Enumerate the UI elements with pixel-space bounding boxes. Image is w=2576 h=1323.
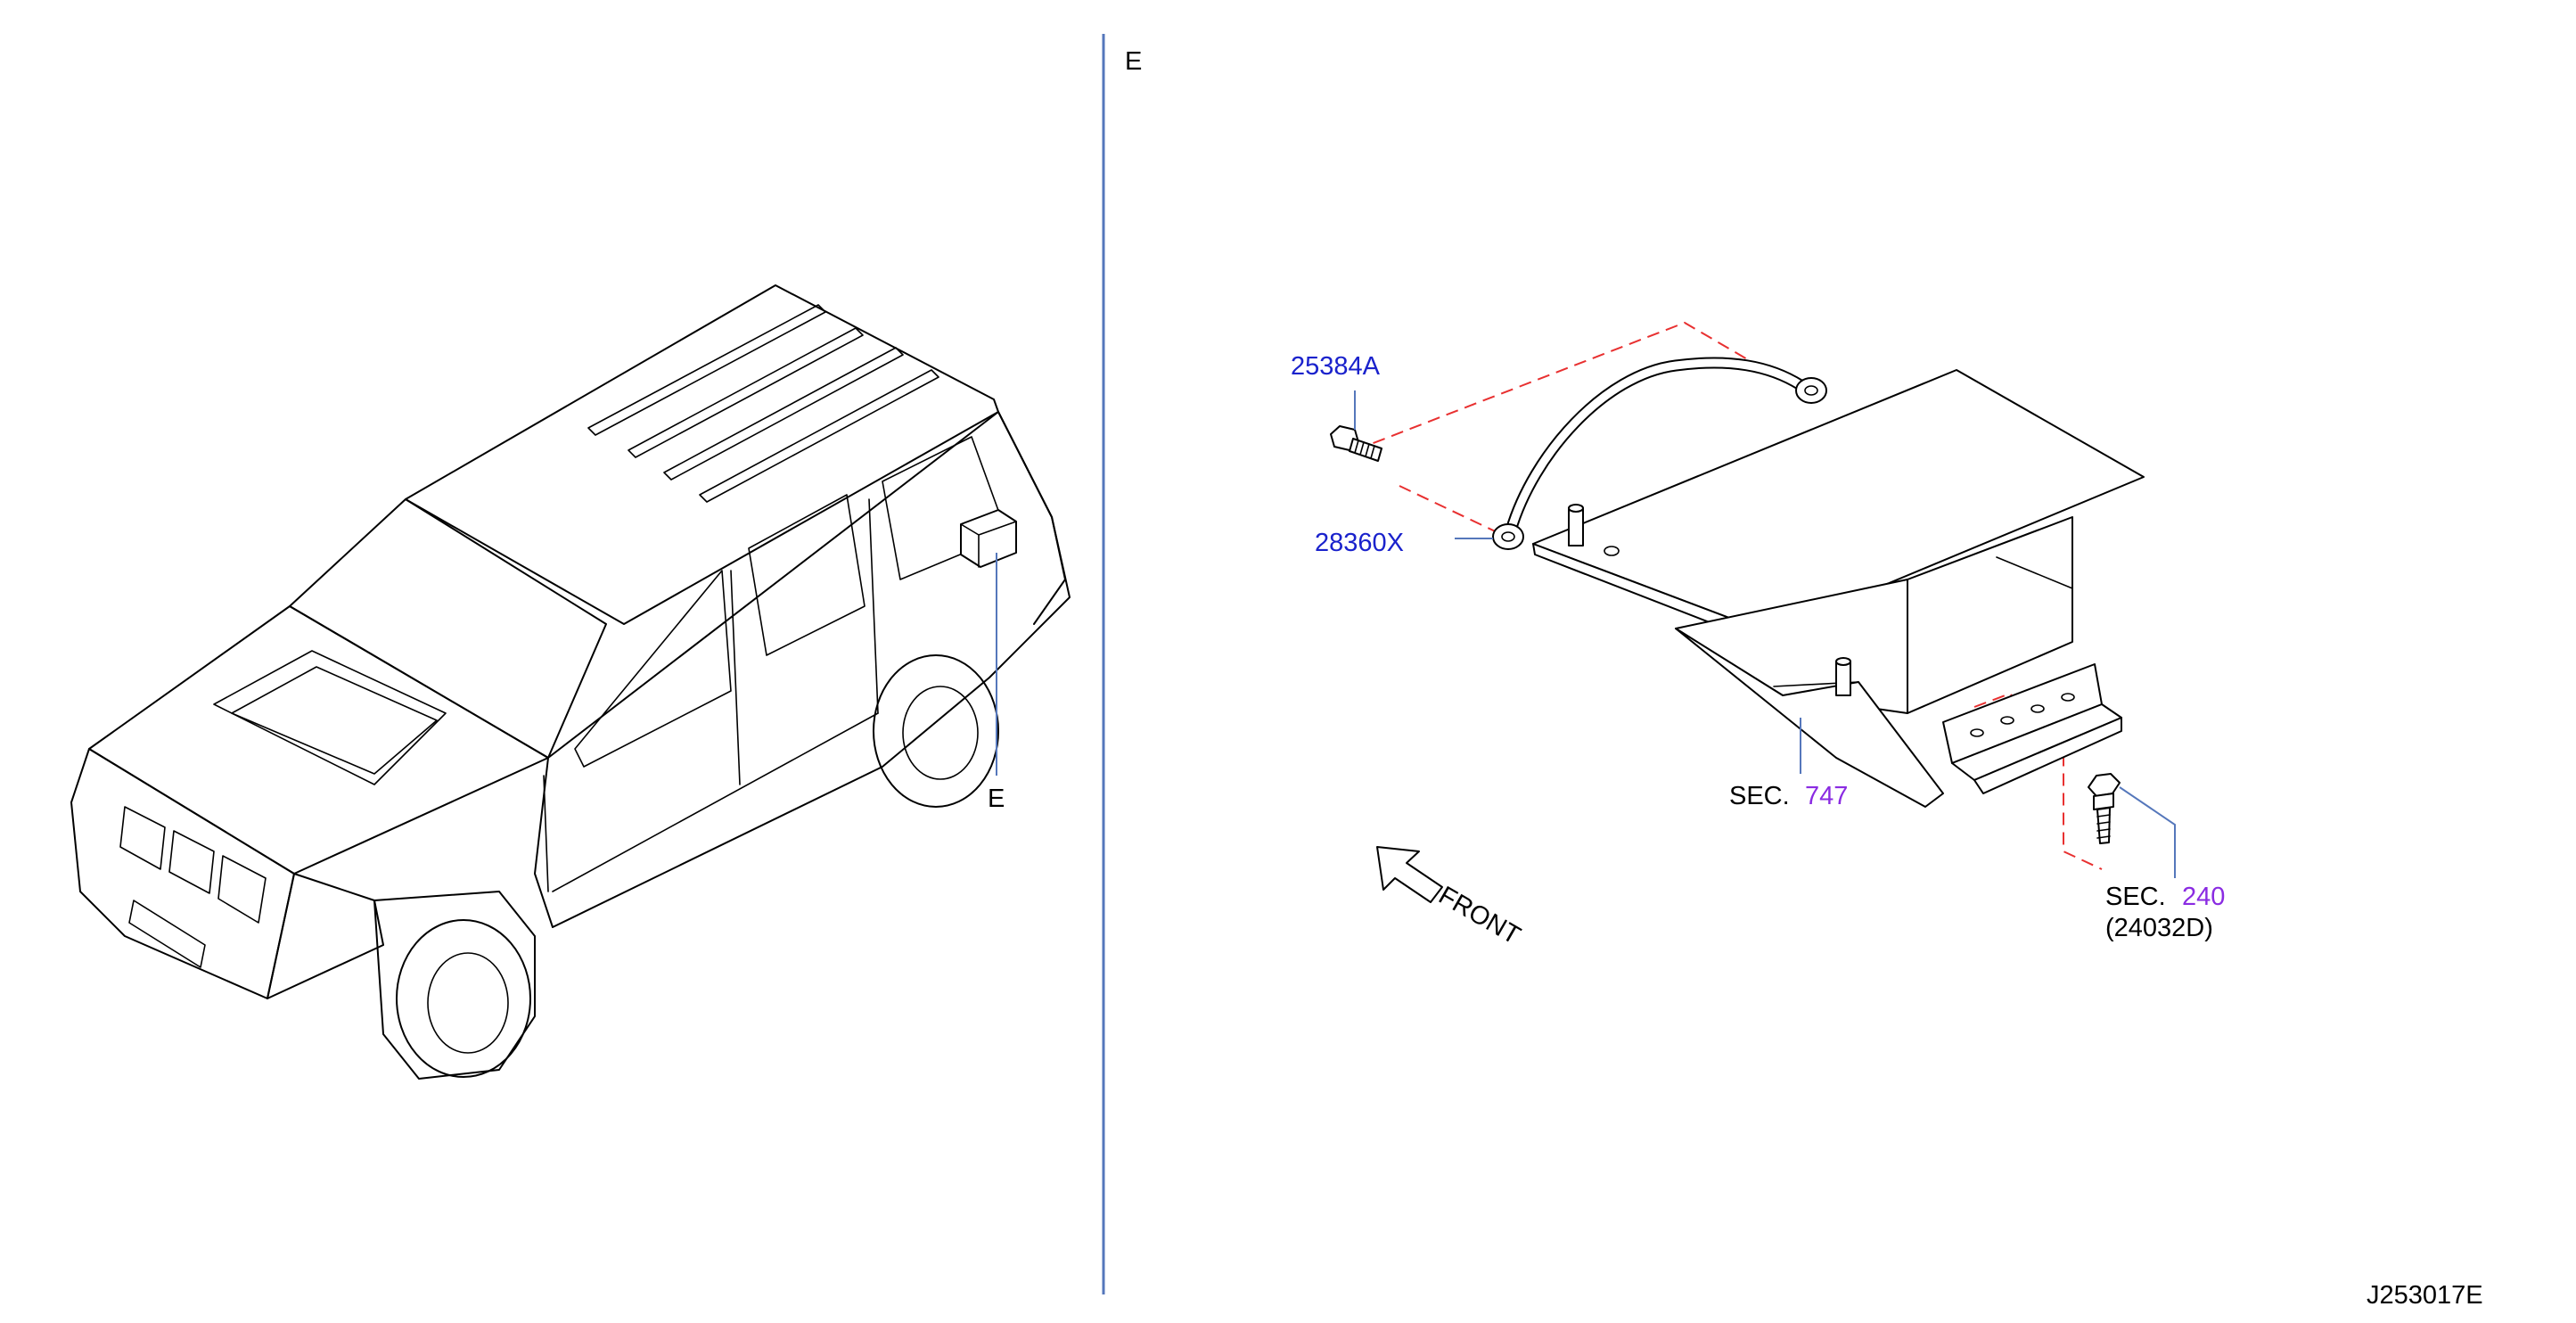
section-ref-number-bolt: 240 xyxy=(2182,883,2225,911)
detail-panel-marker: E xyxy=(1125,47,1142,76)
front-direction-label: FRONT xyxy=(1434,881,1526,950)
section-ref-subpart-bolt: (24032D) xyxy=(2105,914,2213,942)
section-ref-prefix-bolt: SEC. xyxy=(2105,883,2166,911)
part-number-cable: 28360X xyxy=(1315,529,1404,557)
bolt-25384a xyxy=(1330,425,1382,462)
leader-lines xyxy=(1354,390,2176,878)
ground-cable xyxy=(1492,357,1827,550)
vehicle-illustration xyxy=(70,284,1071,1080)
front-direction-arrow xyxy=(1376,846,1443,903)
frame-bracket xyxy=(1532,369,2145,808)
bolt-sec-240 xyxy=(2088,773,2121,844)
drawing-id: J253017E xyxy=(2367,1281,2483,1310)
section-ref-prefix-frame: SEC. xyxy=(1729,782,1790,810)
section-ref-number-frame: 747 xyxy=(1805,782,1848,810)
part-number-bolt: 25384A xyxy=(1291,352,1381,381)
vehicle-location-marker: E xyxy=(988,785,1005,813)
